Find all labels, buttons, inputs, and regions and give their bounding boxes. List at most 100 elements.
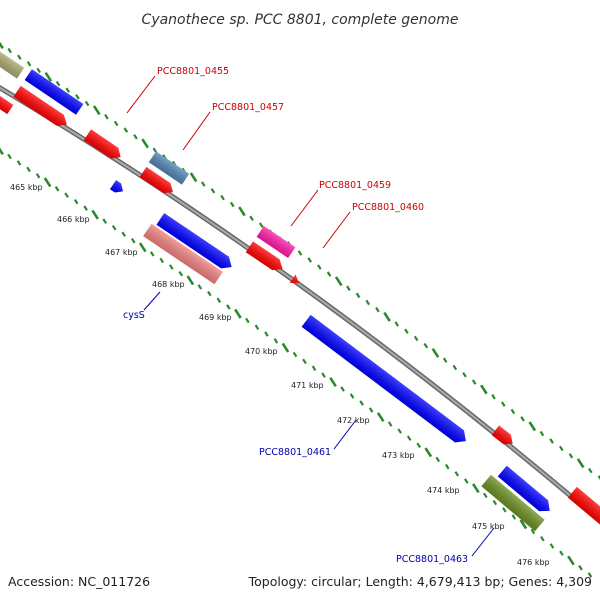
accession-text: Accession: NC_011726 bbox=[8, 574, 150, 589]
gene-feature-magenta-shade bbox=[256, 225, 296, 259]
tick-mark-inner bbox=[311, 365, 317, 371]
leader-line-0455 bbox=[126, 75, 156, 114]
tick-mark-inner bbox=[83, 205, 88, 211]
scale-label-476: 476 kbp bbox=[517, 558, 550, 567]
tick-mark-outer bbox=[394, 321, 400, 327]
gene-feature-olive bbox=[0, 45, 25, 79]
scale-label-474: 474 kbp bbox=[427, 486, 460, 495]
scale-label-467: 467 kbp bbox=[105, 248, 138, 257]
tick-mark-outer bbox=[84, 100, 90, 107]
tick-mark-outer bbox=[36, 67, 42, 74]
gene-feature-red-shade bbox=[13, 85, 67, 126]
tick-mark-inner bbox=[178, 270, 184, 277]
tick-mark-outer bbox=[17, 54, 22, 60]
tick-mark-outer bbox=[346, 285, 351, 292]
tick-mark-outer bbox=[75, 94, 80, 100]
tick-mark-outer bbox=[568, 453, 574, 459]
tick-mark-inner bbox=[519, 519, 528, 530]
tick-mark-inner bbox=[567, 555, 575, 566]
tick-mark-outer bbox=[307, 257, 313, 263]
genome-backbone bbox=[0, 85, 600, 525]
gene-feature-blue bbox=[24, 69, 84, 115]
tick-mark-inner bbox=[454, 471, 460, 477]
gene-feature-red-shade bbox=[139, 166, 173, 194]
tick-mark-inner bbox=[111, 224, 117, 231]
scale-label-468: 468 kbp bbox=[152, 280, 185, 289]
tick-mark-inner bbox=[35, 173, 41, 179]
tick-mark-inner bbox=[254, 324, 260, 330]
gene-feature-olive-shade bbox=[0, 45, 25, 79]
tick-mark-outer bbox=[258, 222, 264, 228]
tick-mark-inner bbox=[54, 185, 60, 192]
tick-mark-outer bbox=[7, 47, 13, 54]
gene-feature-red bbox=[13, 85, 67, 126]
gene-label-pcc8801-0459: PCC8801_0459 bbox=[319, 180, 391, 191]
gene-features bbox=[0, 45, 600, 532]
tick-mark-outer bbox=[404, 328, 409, 334]
tick-mark-outer bbox=[452, 364, 458, 371]
tick-mark-outer bbox=[510, 408, 516, 415]
tick-mark-outer bbox=[597, 475, 600, 480]
tick-mark-outer bbox=[500, 401, 506, 407]
tick-mark-inner bbox=[502, 507, 507, 513]
tick-mark-inner bbox=[587, 572, 593, 578]
tick-mark-inner bbox=[121, 231, 127, 237]
tick-mark-inner bbox=[43, 177, 52, 188]
gene-label-pcc8801-0461: PCC8801_0461 bbox=[259, 447, 331, 458]
tick-mark-outer bbox=[355, 292, 361, 299]
gene-feature-blue bbox=[109, 180, 123, 193]
tick-mark-outer bbox=[220, 194, 225, 201]
tick-mark-inner bbox=[281, 342, 290, 353]
tick-mark-inner bbox=[64, 192, 69, 198]
tick-mark-outer bbox=[297, 250, 303, 256]
gene-feature-red bbox=[0, 93, 14, 115]
gene-feature-red-shade bbox=[289, 274, 300, 284]
tick-mark-inner bbox=[424, 447, 433, 458]
tick-mark-inner bbox=[368, 407, 374, 413]
leader-line-0460 bbox=[322, 211, 351, 249]
tick-mark-outer bbox=[334, 276, 343, 287]
gene-feature-pink bbox=[143, 223, 223, 285]
gene-feature-red-shade bbox=[491, 425, 513, 445]
genome-backbone-highlight bbox=[0, 86, 600, 523]
leader-line-0461 bbox=[333, 419, 357, 450]
gene-feature-blue-shade bbox=[301, 314, 466, 443]
tick-mark-inner bbox=[0, 147, 4, 156]
tick-mark-inner bbox=[530, 528, 536, 535]
gene-feature-magenta bbox=[256, 225, 296, 259]
tick-mark-inner bbox=[472, 483, 480, 494]
tick-mark-outer bbox=[480, 384, 488, 395]
tick-mark-inner bbox=[549, 543, 555, 549]
gene-feature-steel-shade bbox=[148, 151, 190, 185]
tick-mark-outer bbox=[317, 264, 322, 270]
tick-mark-inner bbox=[168, 264, 174, 270]
tick-mark-inner bbox=[216, 297, 222, 303]
gene-feature-blue-shade bbox=[497, 465, 550, 512]
leader-line-0463 bbox=[471, 527, 495, 557]
gene-feature-red-shade bbox=[245, 241, 283, 271]
tick-mark-inner bbox=[26, 166, 31, 173]
tick-mark-inner bbox=[340, 386, 345, 392]
tick-mark-outer bbox=[123, 127, 129, 133]
tick-mark-inner bbox=[16, 160, 22, 166]
map-title: Cyanothece sp. PCC 8801, complete genome bbox=[142, 12, 459, 28]
tick-mark-inner bbox=[226, 304, 231, 310]
tick-mark-inner bbox=[7, 153, 12, 160]
tick-mark-inner bbox=[578, 564, 583, 571]
tick-mark-inner bbox=[138, 242, 147, 253]
tick-mark-inner bbox=[321, 372, 326, 378]
scale-labels: 465 kbp 466 kbp 467 kbp 468 kbp 469 kbp … bbox=[10, 183, 550, 567]
tick-mark-inner bbox=[492, 499, 498, 506]
tick-mark-outer bbox=[431, 347, 440, 358]
tick-mark-outer bbox=[92, 105, 101, 116]
tick-mark-outer bbox=[26, 61, 32, 67]
gene-feature-red-shade bbox=[567, 486, 600, 528]
gene-feature-red-shade bbox=[0, 93, 14, 115]
scale-label-465: 465 kbp bbox=[10, 183, 43, 192]
gene-feature-blue bbox=[301, 314, 466, 443]
tick-mark-outer bbox=[189, 172, 198, 183]
tick-mark-outer bbox=[471, 379, 477, 385]
tick-mark-outer bbox=[365, 299, 371, 306]
tick-mark-outer bbox=[0, 41, 4, 50]
gene-feature-red bbox=[139, 166, 173, 194]
